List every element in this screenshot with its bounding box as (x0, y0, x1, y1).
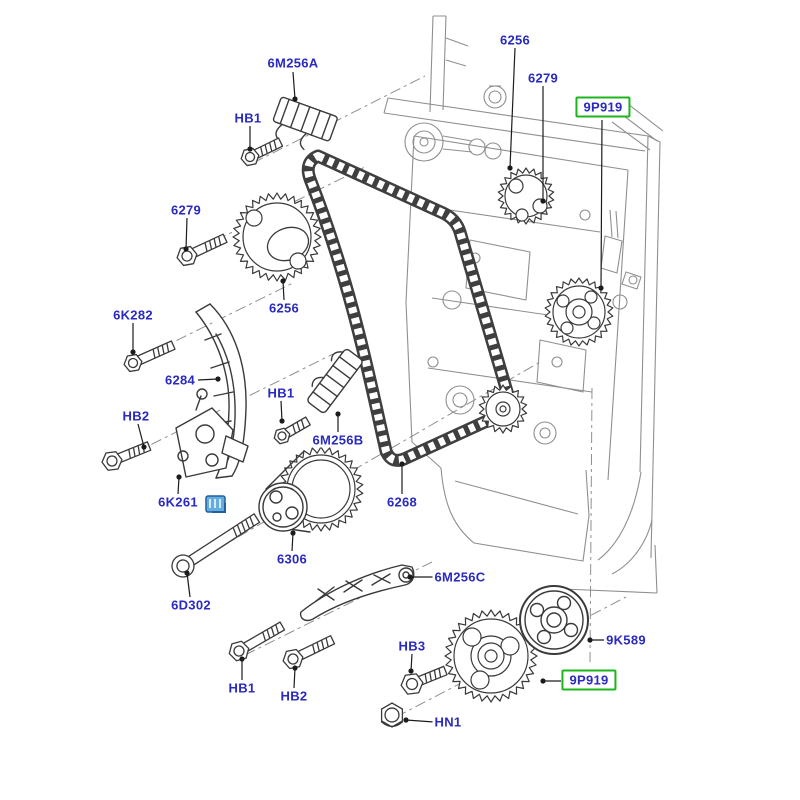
part-label-6m256b: 6M256B (310, 432, 366, 448)
part-label-9p919-upper[interactable]: 9P919 (575, 96, 631, 118)
part-label-hb2-lower: HB2 (278, 688, 310, 704)
part-label-hb3: HB3 (396, 638, 428, 654)
part-label-6268: 6268 (384, 494, 420, 510)
crank-sprocket-on-block (478, 384, 528, 434)
part-label-9p919-lower[interactable]: 9P919 (561, 669, 617, 691)
leader-lines (130, 47, 607, 723)
part-label-6256-upper: 6256 (497, 32, 533, 48)
chain-guide-mid (307, 348, 363, 414)
cam-sprocket-on-block (497, 167, 555, 225)
camshaft-sprocket-exploded (232, 192, 322, 282)
part-label-6k261: 6K261 (156, 494, 200, 510)
part-label-6284: 6284 (162, 372, 198, 388)
part-label-hb2-left: HB2 (120, 408, 152, 424)
bolt-hb2-left (101, 441, 152, 471)
part-label-6m256a: 6M256A (265, 55, 321, 71)
part-label-6d302: 6D302 (169, 597, 213, 613)
part-label-6306: 6306 (274, 551, 310, 567)
cam-sprocket-on-block-2 (544, 277, 614, 347)
retainer-clip-icon (205, 495, 226, 513)
crank-adapter-flange (519, 585, 589, 655)
bolt-hb2-lower (282, 635, 336, 670)
bolt-6d302 (171, 512, 261, 578)
part-label-6279-upper: 6279 (525, 70, 561, 86)
part-label-6m256c: 6M256C (432, 569, 488, 585)
part-label-hb1-middle: HB1 (265, 385, 297, 401)
bolt-hb3 (400, 665, 448, 695)
chain-guide-upper (272, 96, 338, 151)
crank-sprocket-exploded (444, 609, 538, 703)
bolt-6k282 (123, 340, 176, 373)
part-label-6k282: 6K282 (111, 307, 155, 323)
bolt-hb1-upper (240, 137, 284, 167)
part-label-hn1: HN1 (432, 714, 464, 730)
chain-guide-lower (299, 564, 415, 622)
part-label-hb1-upper: HB1 (232, 110, 264, 126)
part-label-hb1-lower: HB1 (226, 680, 258, 696)
vct-unit-body (258, 451, 311, 533)
timing-chain (301, 149, 516, 467)
nut-hn1 (380, 702, 404, 728)
bolt-hb1-lower (228, 621, 286, 662)
chain-tensioner (175, 388, 249, 478)
generated-parts (101, 137, 614, 728)
bolt-hb1-middle (273, 416, 311, 445)
part-label-9k589: 9K589 (604, 632, 648, 648)
part-label-6256-left: 6256 (266, 300, 302, 316)
part-label-6279-left: 6279 (168, 202, 204, 218)
bolt-6279 (176, 233, 228, 267)
